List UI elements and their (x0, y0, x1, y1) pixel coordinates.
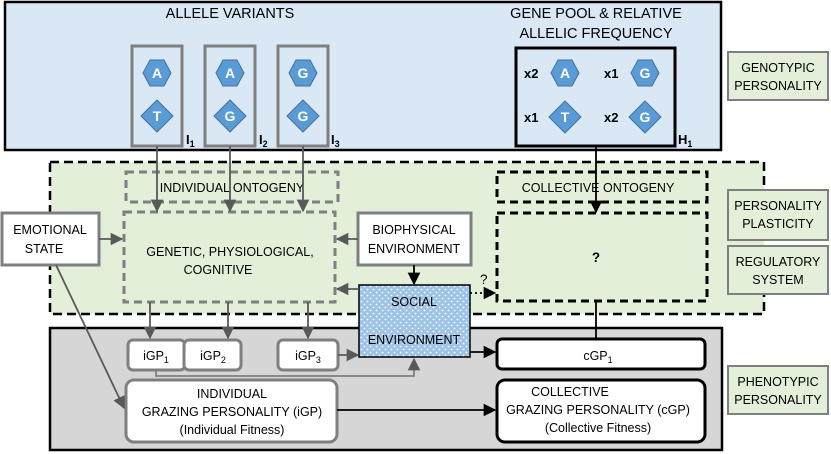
svg-text:EMOTIONAL: EMOTIONAL (13, 223, 87, 237)
collective-grazing-personality-box: COLLECTIVE GRAZING PERSONALITY (cGP) (Co… (495, 378, 707, 444)
allele-label: T (153, 108, 162, 124)
emotional-state-box: EMOTIONAL STATE (0, 211, 101, 267)
diamond-icon (140, 99, 174, 133)
connectors (55, 146, 603, 417)
diamond-icon (286, 99, 320, 133)
arrow-emotional-igp (55, 264, 125, 410)
genotypic-personality-label: GENOTYPIC PERSONALITY (727, 51, 829, 101)
svg-text:STATE: STATE (25, 242, 63, 256)
igp3-box: iGP3 (276, 338, 340, 372)
hexagon-icon (630, 59, 660, 87)
biophysical-environment-box: BIOPHYSICAL ENVIRONMENT (356, 211, 473, 267)
allele-count: x2 (524, 66, 538, 81)
allele-label: G (298, 65, 309, 81)
svg-text:GRAZING PERSONALITY (cGP): GRAZING PERSONALITY (cGP) (506, 403, 690, 417)
svg-text:iGP3: iGP3 (295, 349, 321, 365)
gene-pool-header-line1: GENE POOL & RELATIVE (510, 6, 682, 22)
svg-text:PHENOTYPIC: PHENOTYPIC (737, 375, 818, 389)
svg-text:BIOPHYSICAL: BIOPHYSICAL (372, 223, 455, 237)
arrow-igps-social (155, 357, 421, 377)
link-question-mark: ? (480, 272, 488, 287)
svg-text:ENVIRONMENT: ENVIRONMENT (368, 333, 461, 347)
social-environment-box: SOCIAL ENVIRONMENT (358, 284, 471, 358)
svg-text:REGULATORY: REGULATORY (736, 255, 821, 269)
individual-2: A G I2 (203, 44, 268, 149)
phenotypic-personality-label: PHENOTYPIC PERSONALITY (727, 365, 829, 415)
svg-text:PERSONALITY: PERSONALITY (734, 199, 822, 213)
diamond-icon (628, 100, 662, 134)
personality-plasticity-label: PERSONALITY PLASTICITY (727, 189, 829, 241)
individual-label: I3 (331, 132, 340, 149)
diamond-icon (548, 100, 582, 134)
svg-text:COLLECTIVE ONTOGENY: COLLECTIVE ONTOGENY (522, 181, 675, 195)
svg-text:iGP2: iGP2 (200, 349, 226, 365)
svg-text:SYSTEM: SYSTEM (752, 273, 803, 287)
allele-count: x2 (604, 110, 618, 125)
igp1-box: iGP1 (126, 338, 187, 372)
individual-1: A T I1 (130, 44, 195, 149)
svg-text:iGP1: iGP1 (143, 349, 169, 365)
gene-pool-box: x2 A x1 G x1 T x2 G H1 (514, 46, 692, 149)
allele-label: G (640, 109, 651, 125)
gene-pool-label: H1 (678, 132, 692, 149)
diamond-icon (213, 99, 247, 133)
allele-label: A (152, 65, 162, 81)
svg-text:INDIVIDUAL: INDIVIDUAL (197, 387, 267, 401)
genotypic-panel (3, 0, 723, 152)
allele-variants-header: ALLELE VARIANTS (166, 6, 295, 22)
svg-text:cGP1: cGP1 (583, 349, 612, 365)
hexagon-icon (288, 59, 318, 87)
allele-label: G (298, 108, 309, 124)
allele-label: A (225, 65, 235, 81)
svg-text:GENOTYPIC: GENOTYPIC (741, 61, 815, 75)
individual-ontogeny-box: INDIVIDUAL ONTOGENY (124, 170, 340, 204)
svg-text:(Collective Fitness): (Collective Fitness) (545, 421, 651, 435)
regulatory-system-label: REGULATORY SYSTEM (727, 245, 829, 295)
allele-label: A (560, 65, 570, 81)
allele-label: G (225, 108, 236, 124)
svg-text:ENVIRONMENT: ENVIRONMENT (368, 242, 461, 256)
individual-label: I2 (259, 132, 268, 149)
svg-text:COLLECTIVE: COLLECTIVE (531, 385, 609, 399)
hexagon-icon (550, 59, 580, 87)
svg-text:COGNITIVE: COGNITIVE (184, 263, 253, 277)
gene-pool-header-line2: ALLELIC FREQUENCY (519, 26, 672, 42)
allele-count: x1 (604, 66, 618, 81)
hexagon-icon (142, 59, 172, 87)
cgp1-box: cGP1 (495, 337, 707, 371)
svg-text:(Individual Fitness): (Individual Fitness) (180, 423, 285, 437)
allele-label: T (561, 109, 570, 125)
igp2-box: iGP2 (182, 338, 243, 372)
svg-text:?: ? (592, 250, 600, 265)
allele-label: G (640, 65, 651, 81)
svg-text:PERSONALITY: PERSONALITY (734, 393, 822, 407)
svg-text:GENETIC, PHYSIOLOGICAL,: GENETIC, PHYSIOLOGICAL, (146, 245, 313, 259)
svg-text:PLASTICITY: PLASTICITY (742, 217, 814, 231)
svg-text:PERSONALITY: PERSONALITY (734, 79, 822, 93)
svg-text:INDIVIDUAL ONTOGENY: INDIVIDUAL ONTOGENY (160, 181, 305, 195)
svg-text:GRAZING PERSONALITY (iGP): GRAZING PERSONALITY (iGP) (142, 405, 322, 419)
individual-grazing-personality-box: INDIVIDUAL GRAZING PERSONALITY (iGP) (In… (124, 378, 339, 444)
individual-label: I1 (186, 132, 195, 149)
allele-count: x1 (524, 110, 538, 125)
svg-text:SOCIAL: SOCIAL (391, 295, 437, 309)
hexagon-icon (215, 59, 245, 87)
